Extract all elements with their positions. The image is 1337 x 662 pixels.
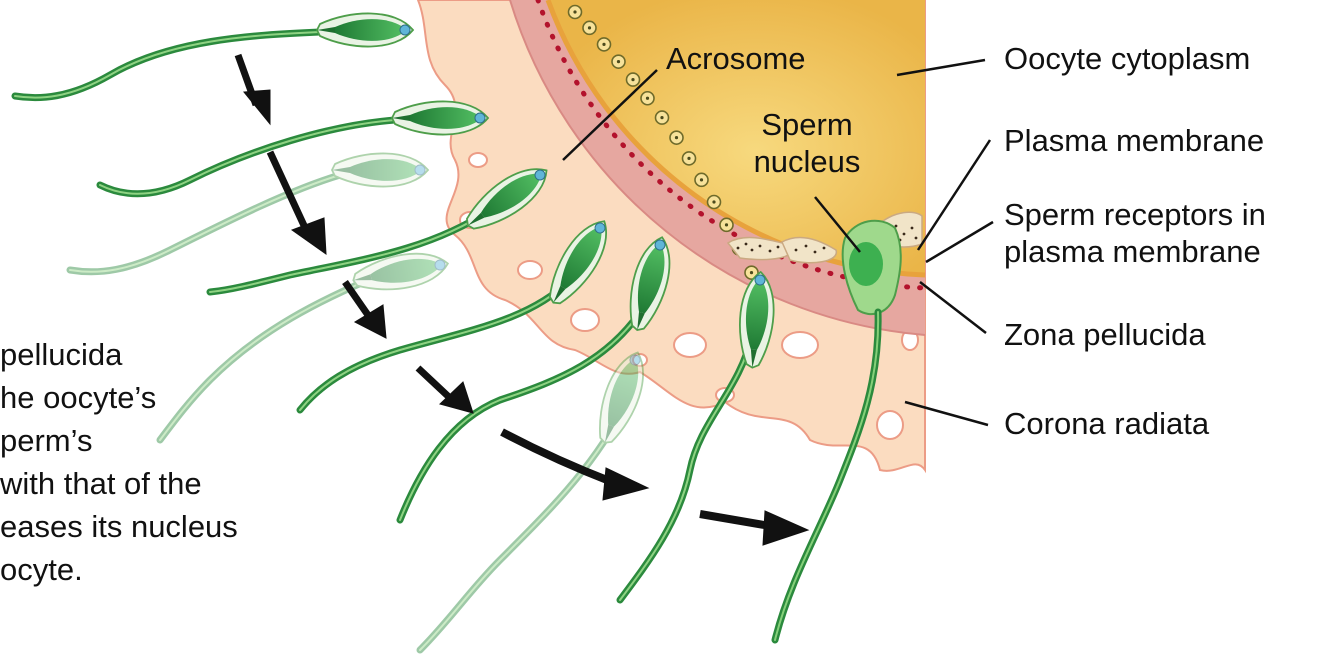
arrow-3 bbox=[345, 282, 386, 338]
leader-plasma-membrane bbox=[918, 140, 990, 250]
label-sperm-nucleus-line2: nucleus bbox=[742, 143, 872, 180]
arrow-1 bbox=[238, 55, 270, 124]
cortical-granule-dot bbox=[660, 116, 663, 119]
cortical-granule-dot bbox=[602, 43, 605, 46]
cortical-granule-dot bbox=[750, 271, 753, 274]
label-corona-radiata: Corona radiata bbox=[1004, 405, 1209, 442]
cortical-granule-dot bbox=[712, 200, 715, 203]
sperm-tail bbox=[420, 415, 620, 650]
cortical-granule-dot bbox=[588, 26, 591, 29]
leader-sperm-receptors bbox=[926, 222, 993, 262]
label-sperm-nucleus: Sperm nucleus bbox=[742, 106, 872, 180]
cortical-granule-dot bbox=[631, 78, 634, 81]
left-description-line: pellucida bbox=[0, 333, 300, 376]
sperm-head bbox=[332, 153, 428, 186]
sperm-tail-highlight bbox=[15, 32, 320, 98]
sperm-head bbox=[392, 101, 488, 134]
label-plasma-membrane: Plasma membrane bbox=[1004, 122, 1264, 159]
cortical-granule-dot bbox=[687, 157, 690, 160]
left-description-line: ocyte. bbox=[0, 548, 300, 591]
sperm-cell bbox=[15, 13, 413, 97]
label-acrosome: Acrosome bbox=[666, 40, 806, 77]
label-oocyte-cytoplasm: Oocyte cytoplasm bbox=[1004, 40, 1250, 77]
sperm-head bbox=[317, 13, 413, 46]
cortical-granule-dot bbox=[573, 10, 576, 13]
label-sperm-nucleus-line1: Sperm bbox=[742, 106, 872, 143]
arrow-4 bbox=[418, 368, 473, 413]
left-description-line: he oocyte’s bbox=[0, 376, 300, 419]
left-description: pellucida he oocyte’s perm’s with that o… bbox=[0, 333, 300, 591]
arrow-5 bbox=[502, 432, 648, 500]
left-description-line: eases its nucleus bbox=[0, 505, 300, 548]
sperm-head bbox=[350, 247, 450, 296]
label-sperm-receptors: Sperm receptors in plasma membrane bbox=[1004, 196, 1266, 270]
label-zona-pellucida: Zona pellucida bbox=[1004, 316, 1206, 353]
cortical-granule-dot bbox=[646, 97, 649, 100]
leader-zona-pellucida bbox=[920, 282, 986, 333]
arrow-6 bbox=[700, 511, 808, 545]
arrow-2 bbox=[270, 152, 326, 254]
left-description-line: with that of the bbox=[0, 462, 300, 505]
cortical-granule-dot bbox=[725, 223, 728, 226]
sperm-cell bbox=[100, 101, 488, 193]
cortical-granule-dot bbox=[617, 60, 620, 63]
sperm-tail bbox=[15, 32, 320, 98]
left-description-line: perm’s bbox=[0, 419, 300, 462]
cortical-granule-dot bbox=[700, 178, 703, 181]
label-sperm-receptors-line1: Sperm receptors in bbox=[1004, 196, 1266, 233]
label-sperm-receptors-line2: plasma membrane bbox=[1004, 233, 1266, 270]
cortical-granule-dot bbox=[675, 136, 678, 139]
